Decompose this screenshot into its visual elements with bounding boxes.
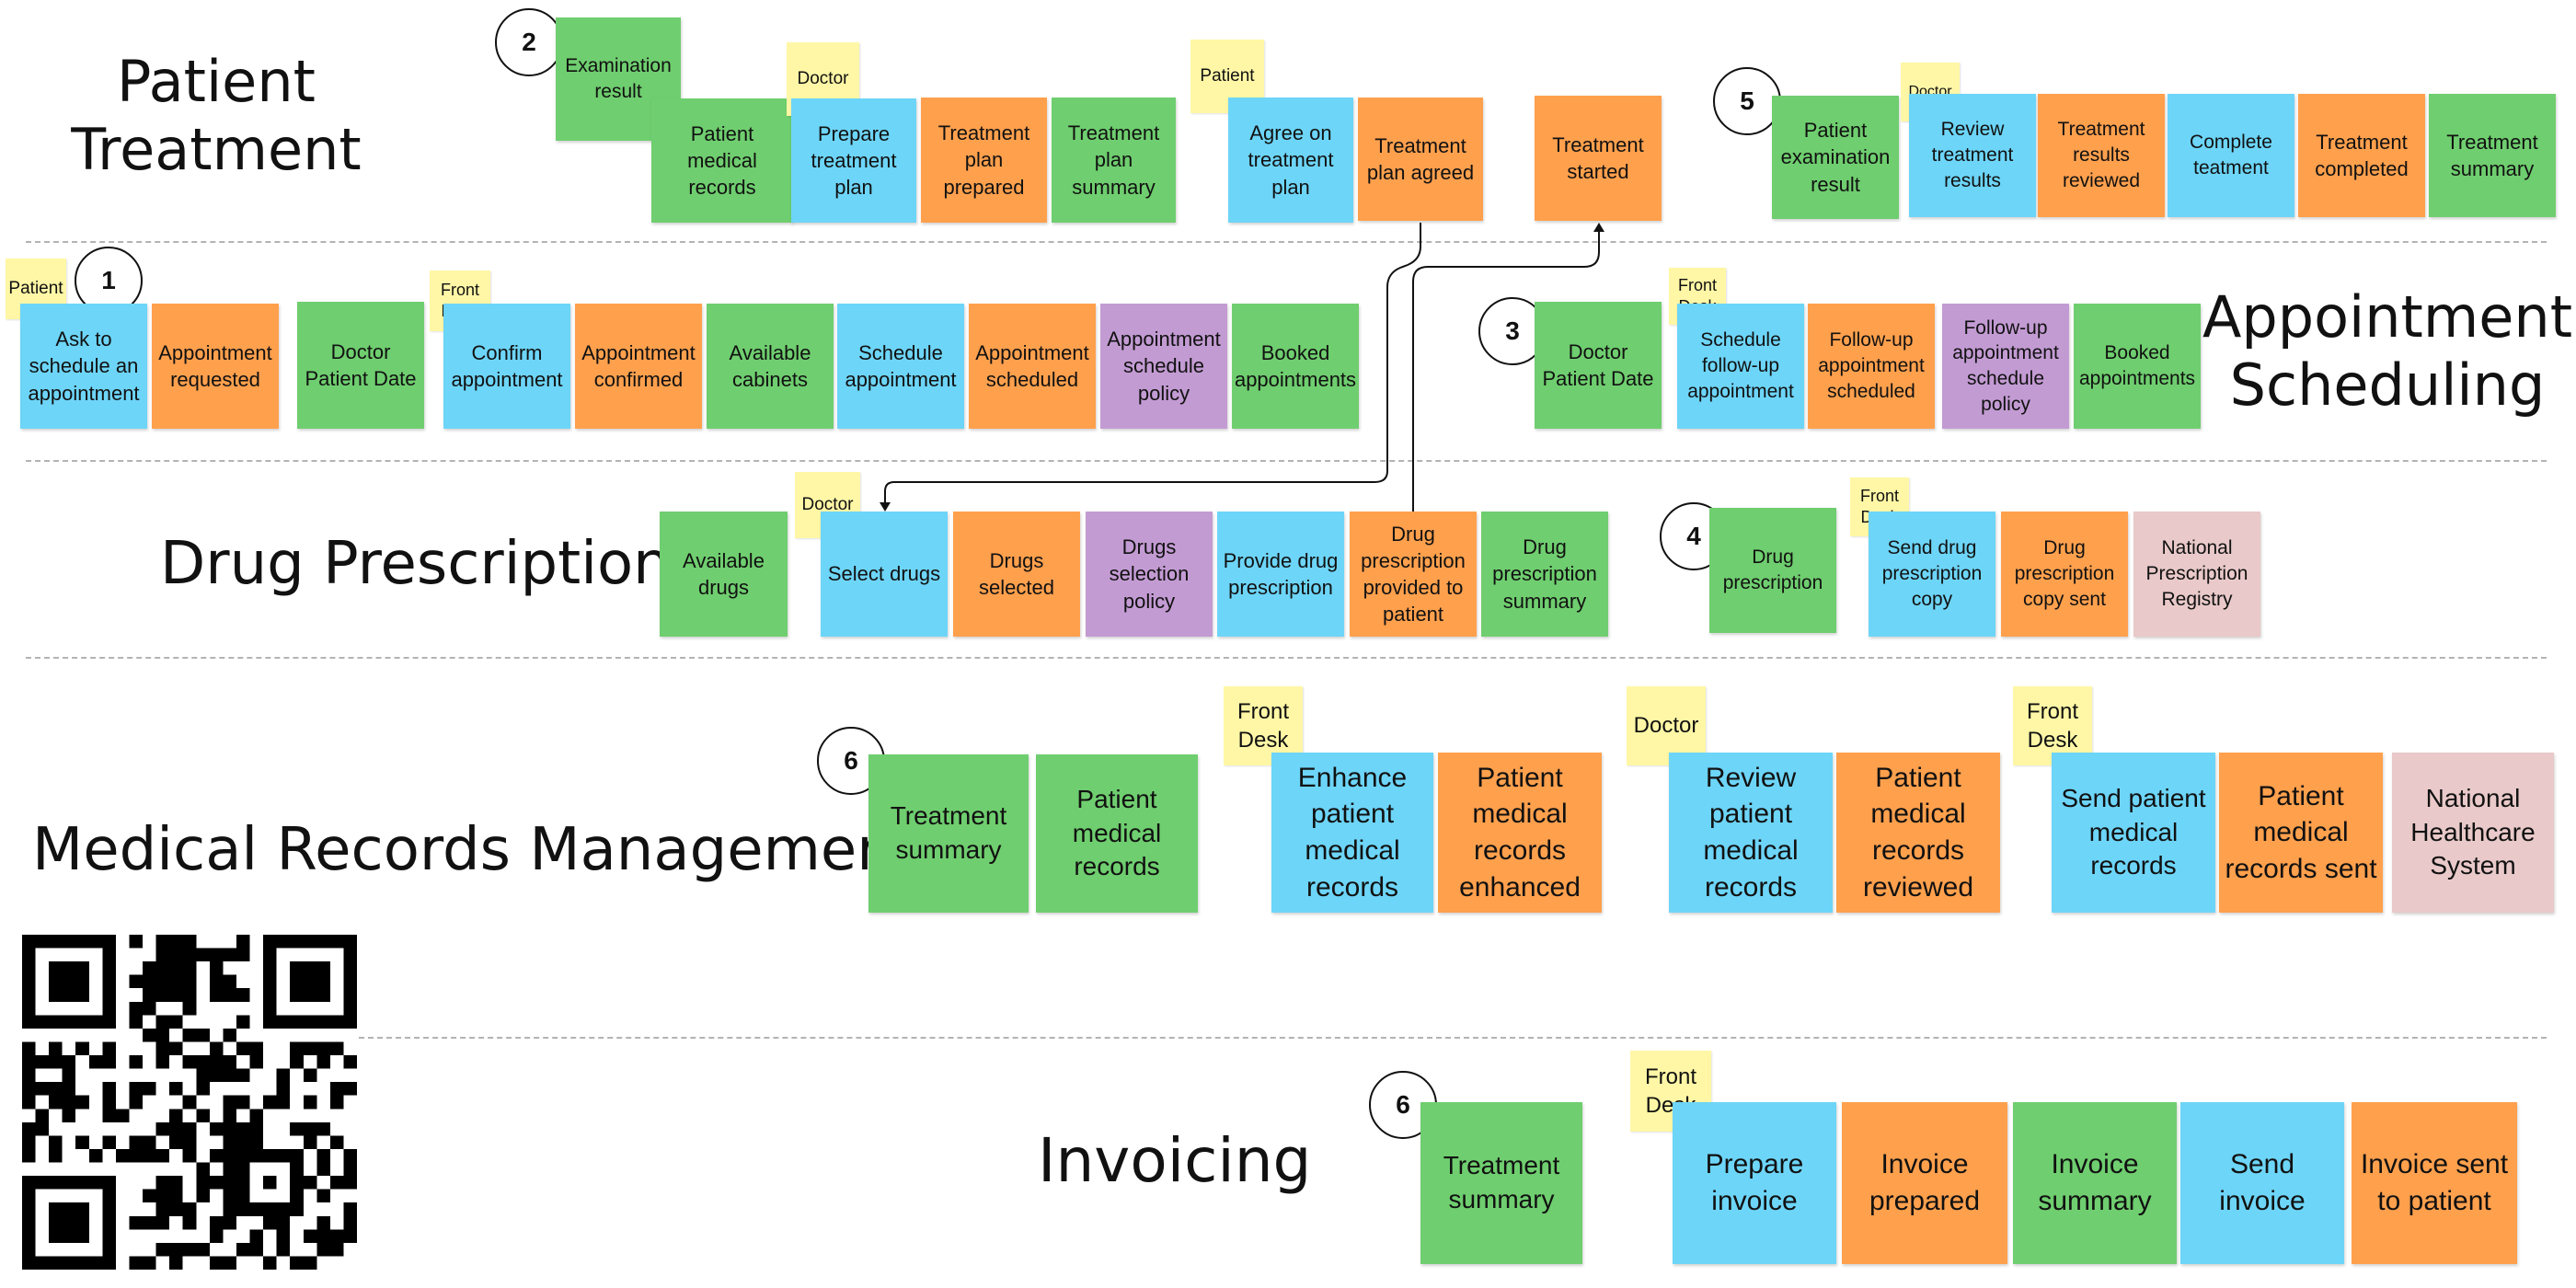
read-model-patient-examination-result: Patient examination result xyxy=(1772,96,1899,219)
command-review-treatment-results: Review treatment results xyxy=(1909,94,2036,217)
read-model-treatment-summary: Treatment summary xyxy=(1420,1102,1582,1264)
qr-code-icon xyxy=(22,935,357,1270)
read-model-patient-medical-records: Patient medical records xyxy=(1036,754,1198,913)
external-system-national-prescription-registry: National Prescription Registry xyxy=(2133,512,2260,637)
read-model-treatment-summary: Treatment summary xyxy=(2429,94,2556,217)
read-model-booked-appointments: Booked appointments xyxy=(2074,304,2201,429)
connector-prescription-to-treatment-started xyxy=(1412,226,1600,512)
actor-front-desk: Front Desk xyxy=(2013,686,2092,765)
command-schedule-appointment: Schedule appointment xyxy=(837,304,964,429)
actor-doctor: Doctor xyxy=(1627,686,1706,765)
policy-drugs-selection: Drugs selection policy xyxy=(1086,512,1213,637)
command-provide-drug-prescription: Provide drug prescription xyxy=(1217,512,1344,637)
read-model-booked-appointments: Booked appointments xyxy=(1232,304,1359,429)
read-model-drug-prescription-summary: Drug prescription summary xyxy=(1481,512,1608,637)
read-model-doctor-patient-date: Doctor Patient Date xyxy=(297,302,424,429)
read-model-patient-medical-records: Patient medical records xyxy=(651,98,793,223)
event-appointment-requested: Appointment requested xyxy=(152,304,279,429)
external-system-national-healthcare-system: National Healthcare System xyxy=(2392,753,2554,913)
command-send-patient-medical-records: Send patient medical records xyxy=(2052,753,2215,913)
section-title-invoicing: Invoicing xyxy=(1038,1125,1312,1196)
event-treatment-plan-agreed: Treatment plan agreed xyxy=(1358,98,1483,221)
section-divider xyxy=(26,460,2547,462)
event-treatment-plan-prepared: Treatment plan prepared xyxy=(921,98,1047,223)
command-select-drugs: Select drugs xyxy=(821,512,948,637)
command-agree-on-treatment-plan: Agree on treatment plan xyxy=(1228,98,1353,223)
connector-arrowhead xyxy=(880,502,891,512)
connector-arrowhead xyxy=(1593,223,1604,232)
command-review-patient-medical-records: Review patient medical records xyxy=(1669,753,1833,913)
actor-patient: Patient xyxy=(1190,40,1264,113)
event-drugs-selected: Drugs selected xyxy=(953,512,1080,637)
section-title-appointment-scheduling: Appointment Scheduling xyxy=(2202,283,2573,420)
read-model-treatment-summary: Treatment summary xyxy=(868,754,1029,913)
policy-follow-up-appointment-schedule: Follow-up appointment schedule policy xyxy=(1942,304,2069,429)
read-model-available-drugs: Available drugs xyxy=(660,512,788,637)
command-ask-to-schedule-appointment: Ask to schedule an appointment xyxy=(20,304,147,429)
read-model-available-cabinets: Available cabinets xyxy=(707,304,834,429)
event-patient-medical-records-sent: Patient medical records sent xyxy=(2219,753,2383,913)
event-patient-medical-records-enhanced: Patient medical records enhanced xyxy=(1438,753,1602,913)
section-title-medical-records-management: Medical Records Management xyxy=(32,816,917,884)
event-invoice-prepared: Invoice prepared xyxy=(1842,1102,2007,1264)
event-treatment-completed: Treatment completed xyxy=(2298,94,2425,217)
read-model-treatment-plan-summary: Treatment plan summary xyxy=(1052,98,1176,223)
event-invoice-sent-to-patient: Invoice sent to patient xyxy=(2352,1102,2517,1264)
event-drug-prescription-provided: Drug prescription provided to patient xyxy=(1350,512,1477,637)
policy-appointment-schedule: Appointment schedule policy xyxy=(1100,304,1227,429)
section-divider xyxy=(359,1037,2547,1039)
section-title-patient-treatment: Patient Treatment xyxy=(71,48,362,184)
command-send-invoice: Send invoice xyxy=(2180,1102,2344,1264)
command-schedule-follow-up-appointment: Schedule follow-up appointment xyxy=(1677,304,1804,429)
event-appointment-confirmed: Appointment confirmed xyxy=(575,304,702,429)
command-prepare-treatment-plan: Prepare treatment plan xyxy=(791,98,916,223)
event-treatment-started: Treatment started xyxy=(1535,96,1662,221)
command-confirm-appointment: Confirm appointment xyxy=(443,304,570,429)
command-prepare-invoice: Prepare invoice xyxy=(1673,1102,1836,1264)
read-model-drug-prescription: Drug prescription xyxy=(1709,508,1836,633)
command-complete-treatment: Complete teatment xyxy=(2168,94,2294,217)
event-treatment-results-reviewed: Treatment results reviewed xyxy=(2038,94,2165,217)
event-drug-prescription-copy-sent: Drug prescription copy sent xyxy=(2001,512,2128,637)
read-model-invoice-summary: Invoice summary xyxy=(2013,1102,2177,1264)
command-enhance-patient-medical-records: Enhance patient medical records xyxy=(1271,753,1433,913)
read-model-doctor-patient-date: Doctor Patient Date xyxy=(1535,302,1662,429)
actor-front-desk: Front Desk xyxy=(1224,686,1303,765)
section-divider xyxy=(26,241,2547,243)
connector-plan-agreed-to-select-drugs xyxy=(884,223,1421,508)
section-title-drug-prescription: Drug Prescription xyxy=(160,530,671,598)
event-follow-up-appointment-scheduled: Follow-up appointment scheduled xyxy=(1808,304,1935,429)
event-appointment-scheduled: Appointment scheduled xyxy=(969,304,1096,429)
event-patient-medical-records-reviewed: Patient medical records reviewed xyxy=(1836,753,2000,913)
section-divider xyxy=(26,657,2547,659)
command-send-drug-prescription-copy: Send drug prescription copy xyxy=(1869,512,1995,637)
